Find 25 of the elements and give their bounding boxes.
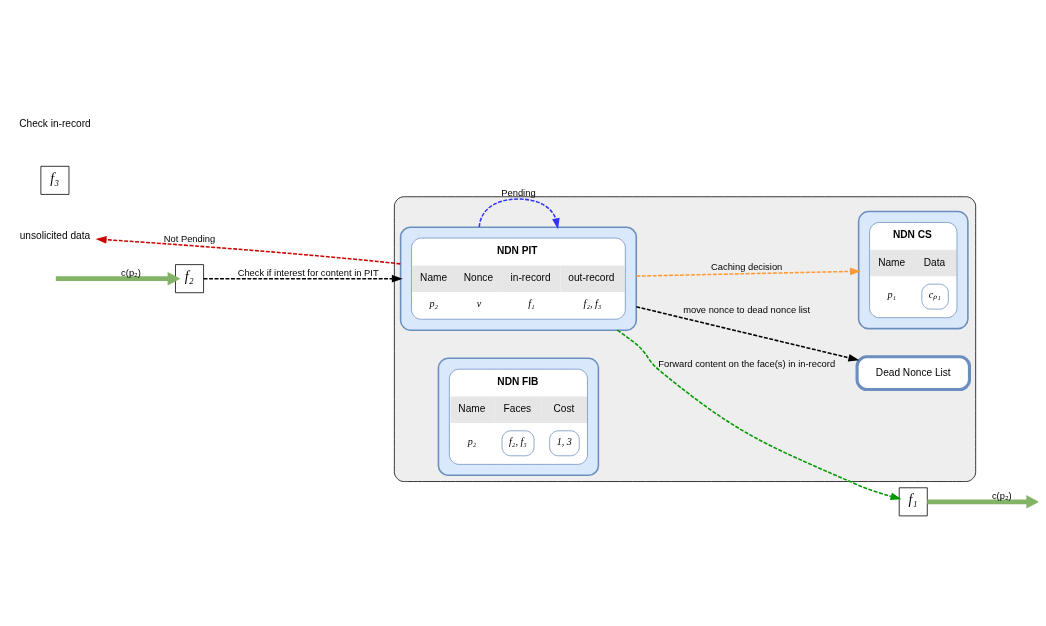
edge-label: c(p₂) — [121, 268, 141, 279]
edge-label: Forward content on the face(s) in in-record — [658, 359, 836, 370]
edge-label: Caching decision — [711, 261, 783, 272]
label: Check in-record — [19, 117, 91, 129]
arrow — [927, 495, 1038, 509]
node-box: NDN FIB Name Faces Cost p₂ f₂, f₃ 1, 3 — [437, 357, 600, 477]
arrow — [635, 267, 861, 277]
arrow — [478, 198, 560, 230]
arrow — [55, 271, 181, 286]
arrow — [95, 235, 402, 265]
edge-label: Pending — [501, 188, 536, 199]
edge-label: Not Pending — [163, 233, 216, 244]
node-box: Dead Nonce List — [855, 355, 971, 392]
edge-label: Check if interest for content in PIT — [237, 268, 379, 279]
node-box: NDN CS Name Data p₁ cₚ₁ — [857, 210, 969, 330]
node-box: f₁ — [898, 487, 928, 517]
edge-label: move nonce to dead nonce list — [683, 304, 811, 315]
arrow — [635, 306, 860, 362]
arrow — [202, 274, 403, 283]
arrow — [616, 329, 902, 501]
node-box: f₂ — [175, 264, 204, 294]
edge-label: c(p₂) — [991, 491, 1012, 502]
node-box: NDN PIT Name Nonce in-record out-record p₂ ν f₁ f₂, f₃ — [399, 226, 638, 331]
node-box: f₃ — [40, 165, 70, 195]
node-text: unsolicited data — [19, 230, 91, 242]
